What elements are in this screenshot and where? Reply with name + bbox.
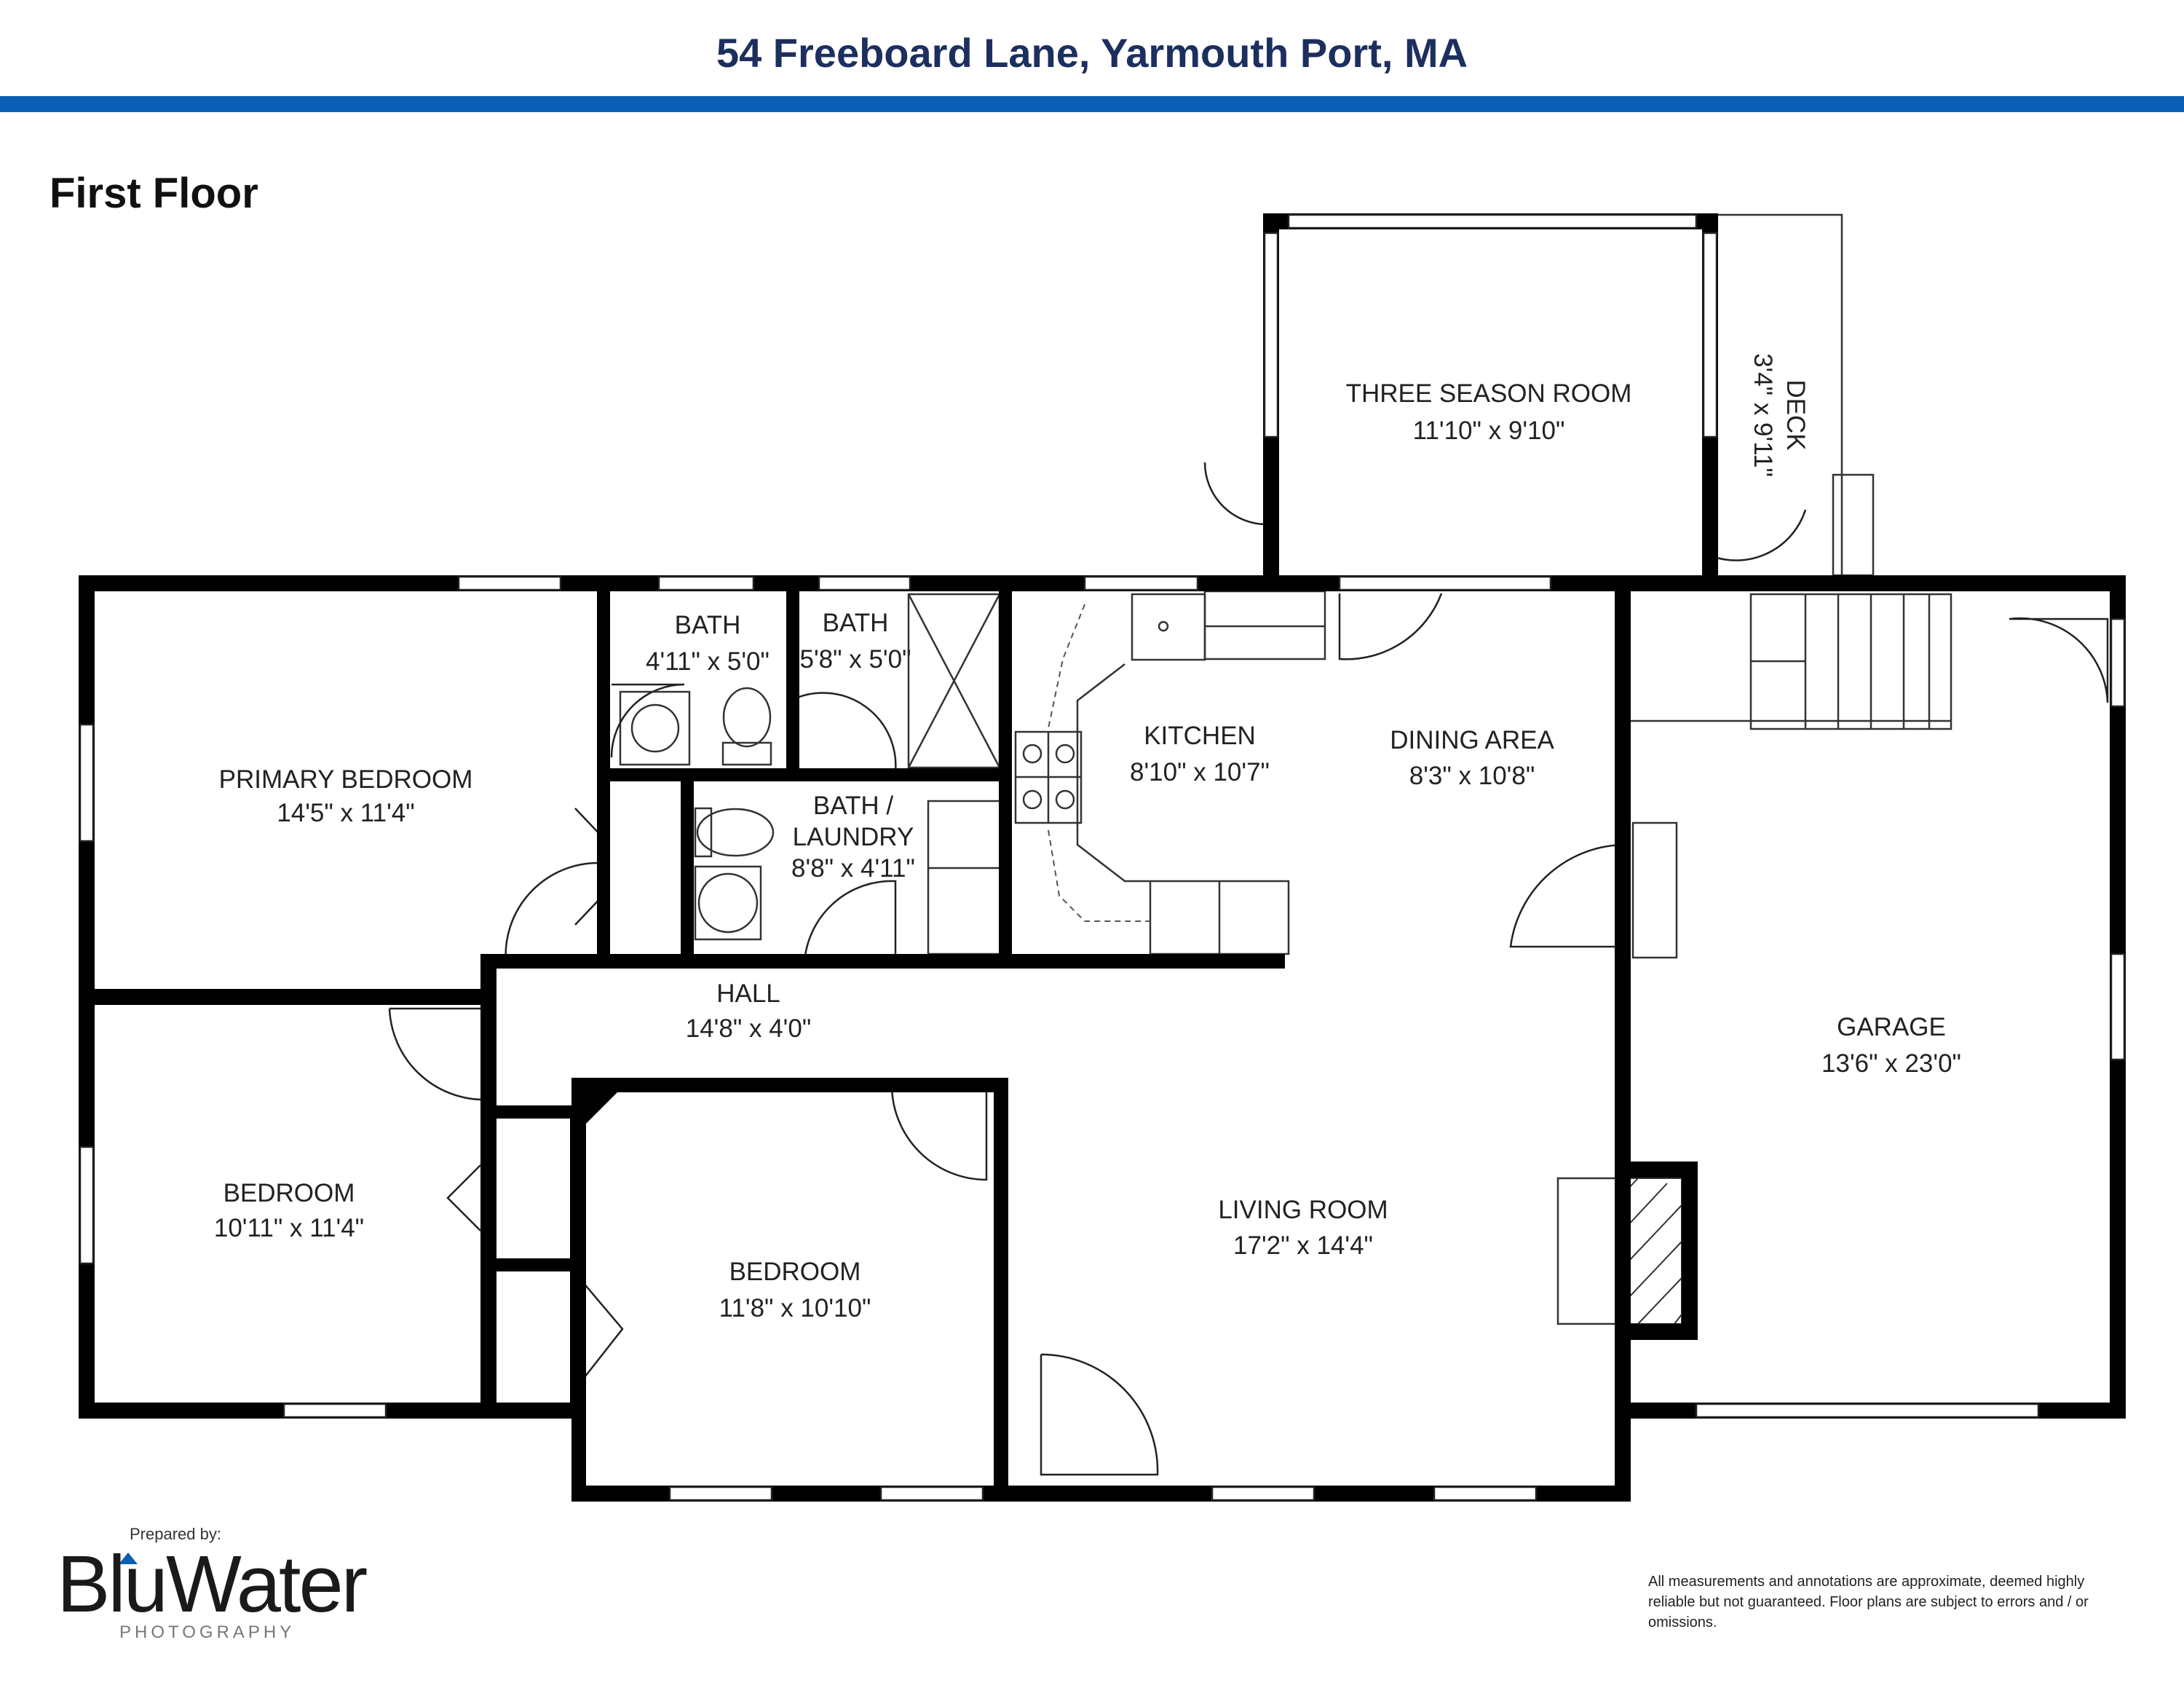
prepared-by-label: Prepared by: xyxy=(130,1525,221,1543)
bedroom-south-name: BEDROOM xyxy=(729,1258,861,1286)
three-season-room-size: 11'10" x 9'10" xyxy=(1413,417,1565,445)
bath-1-name: BATH xyxy=(675,611,741,639)
bedroom-west-name: BEDROOM xyxy=(223,1179,355,1207)
bath-2-name: BATH xyxy=(823,609,889,637)
floor-label: First Floor xyxy=(50,170,258,217)
garage-name: GARAGE xyxy=(1837,1013,1946,1041)
room-labels: THREE SEASON ROOM 11'10" x 9'10" DECK 3'… xyxy=(214,353,1961,1322)
primary-bedroom-name: PRIMARY BEDROOM xyxy=(219,765,473,794)
primary-bedroom-size: 14'5" x 11'4" xyxy=(277,799,414,827)
bath-1-size: 4'11" x 5'0" xyxy=(646,647,769,676)
bedroom-west-size: 10'11" x 11'4" xyxy=(214,1214,364,1242)
header-accent-bar xyxy=(0,96,2184,112)
kitchen-size: 8'10" x 10'7" xyxy=(1130,758,1270,786)
brand-roof-icon xyxy=(119,1553,138,1564)
windows xyxy=(79,213,2126,1502)
brand-logo: BluWater xyxy=(57,1539,368,1629)
bath-laundry-name-2: LAUNDRY xyxy=(793,823,914,851)
living-room-name: LIVING ROOM xyxy=(1218,1196,1388,1224)
bedroom-south-size: 11'8" x 10'10" xyxy=(719,1294,871,1322)
living-room-size: 17'2" x 14'4" xyxy=(1233,1231,1373,1260)
bath-laundry-name-1: BATH / xyxy=(813,792,893,820)
kitchen-name: KITCHEN xyxy=(1144,722,1256,750)
deck-size: 3'4" x 9'11" xyxy=(1749,353,1777,477)
walls xyxy=(79,213,2126,1502)
brand-subtitle: PHOTOGRAPHY xyxy=(119,1622,296,1642)
doors xyxy=(388,462,2109,1476)
page-title: 54 Freeboard Lane, Yarmouth Port, MA xyxy=(716,30,1468,76)
bath-2-size: 5'8" x 5'0" xyxy=(799,645,911,674)
three-season-room-name: THREE SEASON ROOM xyxy=(1346,379,1632,408)
garage-size: 13'6" x 23'0" xyxy=(1821,1049,1961,1078)
disclaimer-text: All measurements and annotations are app… xyxy=(1648,1574,2089,1630)
deck-name: DECK xyxy=(1781,379,1810,450)
kitchen-upper-cabinets xyxy=(1048,604,1150,922)
dining-area-name: DINING AREA xyxy=(1390,726,1554,754)
dining-area-size: 8'3" x 10'8" xyxy=(1409,762,1535,790)
bath-laundry-size: 8'8" x 4'11" xyxy=(791,854,915,883)
hall-size: 14'8" x 4'0" xyxy=(686,1014,812,1043)
hall-name: HALL xyxy=(716,979,780,1008)
